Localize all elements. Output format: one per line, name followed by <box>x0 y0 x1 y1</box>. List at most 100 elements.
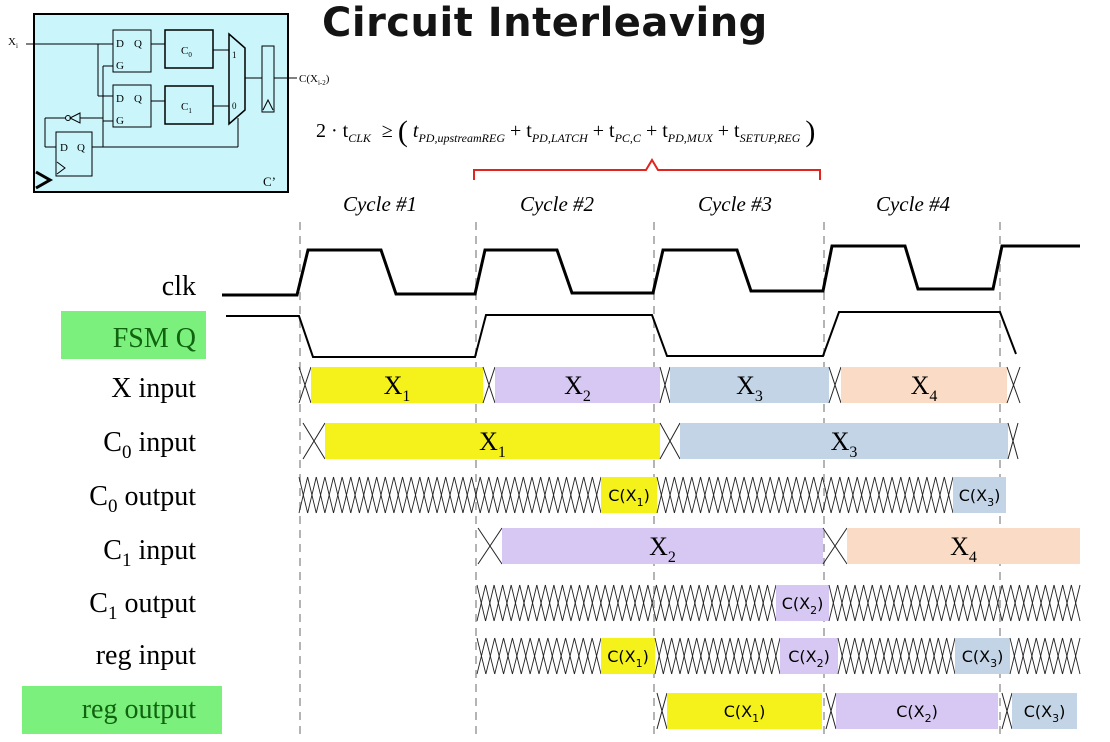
c0in-x1: X1 <box>325 423 660 461</box>
regout-cx2-fill <box>836 693 998 729</box>
xin-x3-fill <box>670 367 829 403</box>
signal-label-c0in: C0 input <box>103 427 196 463</box>
xin-x2-text: X2 <box>564 371 591 405</box>
xin-cross-5 <box>1006 366 1021 404</box>
signal-label-regout: reg output <box>22 686 222 734</box>
regout-cx2: C(X2) <box>836 693 998 729</box>
ff-d-label: D <box>60 142 68 154</box>
xin-x4-fill <box>841 367 1007 403</box>
regout-cross-1 <box>656 692 668 730</box>
cycle-2-label: Cycle #2 <box>520 192 595 216</box>
c1in-x2: X2 <box>502 528 823 566</box>
circuit-schematic: Xi D Q G D Q G C0 C1 1 0 C(Xi-2) D <box>8 13 330 193</box>
c1in-x4-text: X4 <box>950 532 977 566</box>
mux <box>228 32 246 126</box>
signal-label-fsmq: FSM Q <box>61 311 206 359</box>
regin-invalid-3 <box>837 637 956 675</box>
signal-label-text-xin: X input <box>111 373 196 404</box>
xin-cross-4 <box>828 366 842 404</box>
regin-cx3-text: C(X3) <box>962 647 1004 670</box>
regout-cx3: C(X3) <box>1012 693 1077 729</box>
cycle-4-label: Cycle #4 <box>876 192 951 216</box>
xin-x4: X4 <box>841 367 1007 405</box>
regin-cx2-text: C(X2) <box>788 647 830 670</box>
regin-invalid-4 <box>1009 637 1081 675</box>
c0in-cross-1 <box>302 422 326 460</box>
register-clock-mark <box>262 98 274 111</box>
signal-label-xin: X input <box>111 373 196 404</box>
signal-label-text-c0in: C0 input <box>103 427 196 463</box>
c0out-cx3-text: C(X3) <box>959 486 1001 509</box>
schematic-input-label: Xi <box>8 36 18 50</box>
c0out-cx3: C(X3) <box>953 477 1006 513</box>
ff-q-label: Q <box>77 142 85 154</box>
signal-label-c0out: C0 output <box>89 481 196 517</box>
c0out-bus: C(X1) C(X3) <box>298 476 1006 514</box>
xin-cross-2 <box>482 366 496 404</box>
signal-label-clk: clk <box>162 271 196 302</box>
latch-1-d: D <box>116 93 124 105</box>
c1in-x4-fill <box>847 528 1080 564</box>
regin-cx2-fill <box>780 638 838 674</box>
c0in-x1-fill <box>325 423 660 459</box>
cycle-1-label: Cycle #1 <box>343 192 417 216</box>
c0out-cx1: C(X1) <box>601 477 657 513</box>
regout-cx3-fill <box>1012 693 1077 729</box>
c1out-cx2: C(X2) <box>776 585 829 621</box>
c1out-cx2-text: C(X2) <box>782 594 824 617</box>
c0in-x3-fill <box>680 423 1008 459</box>
c1in-x2-text: X2 <box>649 532 676 566</box>
signal-highlight-regout <box>22 686 222 734</box>
c1out-invalid-1 <box>476 584 777 622</box>
latch-0-d: D <box>116 38 124 50</box>
signal-label-text-fsmq: FSM Q <box>113 323 196 354</box>
regout-cross-2 <box>825 692 837 730</box>
c1out-invalid-2 <box>828 584 1081 622</box>
fsm-flipflop <box>55 131 93 177</box>
c0-block-label: C0 <box>181 45 192 59</box>
c0in-cross-3 <box>1007 422 1019 460</box>
c0out-invalid-1 <box>298 476 602 514</box>
mux-in0-label: 0 <box>232 101 237 111</box>
c1out-cx2-fill <box>776 585 829 621</box>
latch-1-q: Q <box>134 93 142 105</box>
timing-equation: 2 · tCLK ≥ ( tPD,upstreamREG + tPD,LATCH… <box>316 115 815 148</box>
xin-x1-text: X1 <box>384 371 411 405</box>
latch-1-g: G <box>116 115 124 127</box>
regout-bus: C(X1) C(X2) C(X3) <box>656 692 1077 730</box>
latch-0 <box>112 29 152 73</box>
c1in-cross-1 <box>477 527 503 565</box>
regout-cx2-text: C(X2) <box>896 702 938 725</box>
regin-cx1: C(X1) <box>601 638 655 674</box>
xin-x2-fill <box>495 367 660 403</box>
fsmq-waveform <box>226 311 1017 358</box>
regout-cx3-text: C(X3) <box>1024 702 1066 725</box>
c1-block-label: C1 <box>181 101 192 115</box>
signal-label-c1in: C1 input <box>103 535 196 571</box>
c1in-bus: X2 X4 <box>477 527 1080 566</box>
latch-0-q: Q <box>134 38 142 50</box>
clk-waveform <box>222 244 1080 297</box>
regin-cx1-fill <box>601 638 655 674</box>
signal-highlight-fsmq <box>61 311 206 359</box>
xin-x2: X2 <box>495 367 660 405</box>
signal-label-text-regout: reg output <box>82 694 197 725</box>
mux-in1-label: 1 <box>232 50 237 60</box>
schematic-output-label: C(Xi-2) <box>299 73 330 87</box>
regin-cx3: C(X3) <box>955 638 1010 674</box>
c0in-x3-text: X3 <box>831 427 858 461</box>
regin-invalid-2 <box>654 637 781 675</box>
clock-input-mark <box>35 170 54 190</box>
regout-cx1: C(X1) <box>667 693 822 729</box>
regout-cx1-text: C(X1) <box>724 702 766 725</box>
c0in-bus: X1 X3 <box>302 422 1019 461</box>
output-register <box>261 45 275 113</box>
xin-x3: X3 <box>670 367 829 405</box>
regout-cx1-fill <box>667 693 822 729</box>
cycle-3-label: Cycle #3 <box>698 192 772 216</box>
c0out-invalid-2 <box>656 476 954 514</box>
signal-label-text-c1out: C1 output <box>89 588 196 624</box>
